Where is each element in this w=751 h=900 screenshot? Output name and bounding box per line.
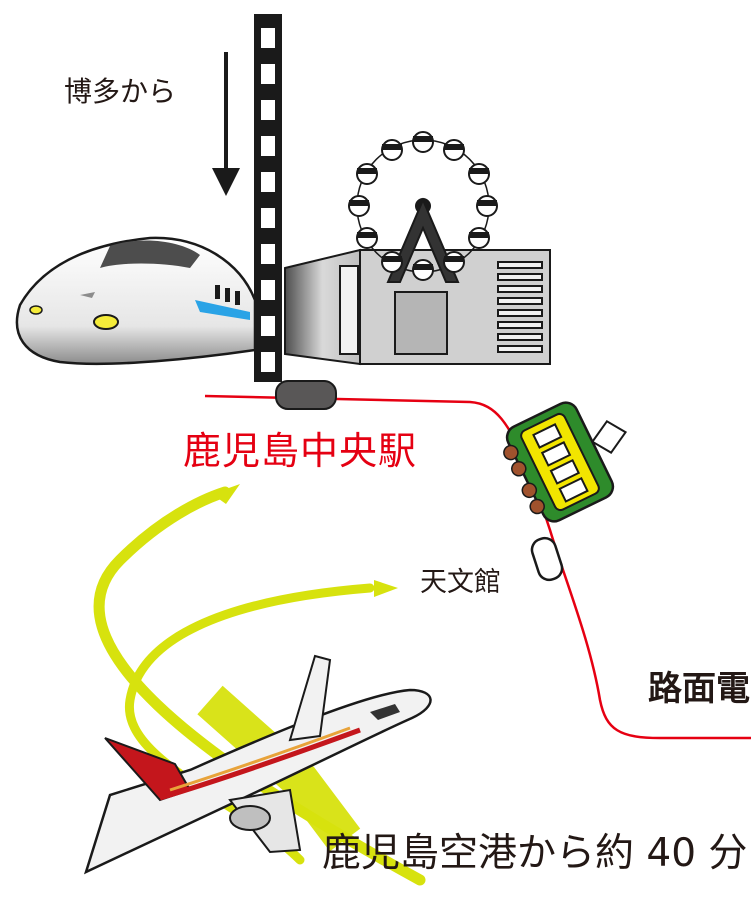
from-hakata-label: 博多から: [64, 75, 177, 108]
kagoshima-chuo-station-label: 鹿児島中央駅: [183, 429, 418, 473]
tenmonkan-stop-marker: [530, 536, 564, 582]
tram-label: 路面電: [648, 669, 750, 709]
shinkansen-icon: [15, 236, 257, 366]
tram-icon: [503, 401, 628, 523]
tenmonkan-label: 天文館: [420, 567, 501, 598]
route-line: [204, 394, 751, 740]
down-arrow-icon: [212, 52, 240, 196]
airplane-icon: [83, 654, 432, 875]
kagoshima-chuo-stop-marker: [275, 380, 337, 410]
airport-travel-time-label: 鹿児島空港から約 40 分: [322, 831, 748, 876]
railway-track-icon: [254, 14, 282, 382]
ferris-wheel-icon: [348, 131, 498, 283]
